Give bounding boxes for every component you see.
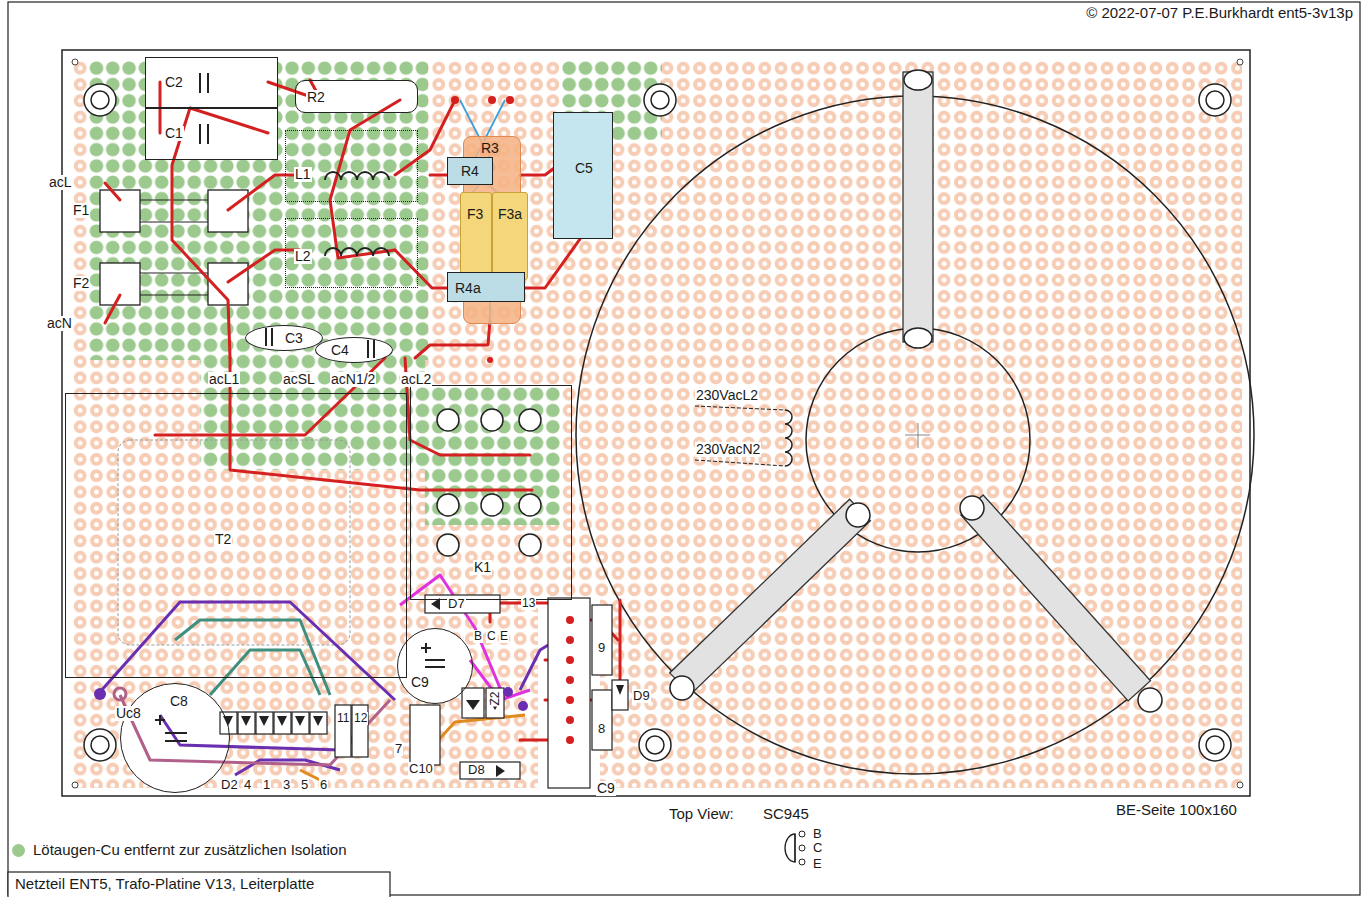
pcb-label: 3 xyxy=(282,778,291,792)
part-name: K1 xyxy=(473,560,492,575)
part-name: F3a xyxy=(497,207,523,222)
component-outline: L1 xyxy=(285,130,418,202)
part-name: R2 xyxy=(306,90,326,105)
part-name: L2 xyxy=(294,249,312,264)
pcb-label: 7 xyxy=(394,742,403,756)
pcb-label: acN1/2 xyxy=(330,372,376,387)
pcb-label: C xyxy=(486,630,497,643)
component-outline: K1 xyxy=(410,385,572,600)
component-outline: R4a xyxy=(447,272,525,302)
component-outline: R2 xyxy=(295,80,418,113)
pcb-label: BE-Seite 100x160 xyxy=(1115,802,1238,819)
pcb-label: Z2 xyxy=(489,691,502,707)
component-outline: C8 xyxy=(120,683,230,793)
pcb-label: D2 xyxy=(220,778,239,792)
pcb-label: 8 xyxy=(597,722,606,736)
pcb-label: F2 xyxy=(72,276,90,291)
pcb-label: 4 xyxy=(243,778,252,792)
pcb-label: Top View: xyxy=(668,806,735,823)
part-name: C2 xyxy=(164,75,184,90)
pcb-label: acL2 xyxy=(400,372,432,387)
pcb-label: B xyxy=(473,630,483,643)
pcb-label: D8 xyxy=(467,763,486,777)
part-name: F3 xyxy=(466,207,484,222)
pcb-label: 9 xyxy=(597,641,606,655)
component-outline: F3a xyxy=(492,192,528,280)
pcb-label: 12 xyxy=(353,712,368,725)
component-outline: C9 xyxy=(397,628,473,704)
pcb-label: acSL xyxy=(282,372,316,387)
pcb-label: acL1 xyxy=(208,372,240,387)
pcb-label: acN xyxy=(46,316,73,331)
pcb-label: SC945 xyxy=(762,806,810,823)
pcb-label: 230VacN2 xyxy=(695,442,761,457)
component-outline: L2 xyxy=(285,218,418,288)
pcb-label: E xyxy=(812,857,823,871)
component-outline: R4 xyxy=(447,157,493,185)
pcb-label: B xyxy=(812,827,823,841)
pcb-label: 13 xyxy=(521,597,536,610)
part-name: C5 xyxy=(574,161,594,176)
part-name: R4a xyxy=(454,281,482,296)
part-name: C9 xyxy=(410,675,430,690)
pcb-label: E xyxy=(499,630,509,643)
part-name: C4 xyxy=(330,343,350,358)
part-name: R4 xyxy=(460,164,480,179)
pcb-label: C xyxy=(812,841,823,855)
part-name: R3 xyxy=(480,141,500,156)
pcb-label: D7 xyxy=(447,597,466,611)
pcb-label: 6 xyxy=(319,778,328,792)
part-name: T2 xyxy=(214,532,232,547)
pcb-label: acL xyxy=(48,175,73,190)
part-name: C3 xyxy=(284,331,304,346)
component-outline: T2 xyxy=(65,393,407,678)
component-outline: C5 xyxy=(553,112,613,239)
pcb-label: F1 xyxy=(72,203,90,218)
pcb-label: 230VacL2 xyxy=(695,388,759,403)
component-outline: C3 xyxy=(245,325,323,351)
component-outline: C1 xyxy=(145,108,278,160)
pcb-label: 1 xyxy=(262,778,271,792)
title-text: Netzteil ENT5, Trafo-Platine V13, Leiter… xyxy=(14,876,315,893)
part-name: C8 xyxy=(169,694,189,709)
component-outline: C2 xyxy=(145,57,278,108)
part-name: C1 xyxy=(164,126,184,141)
part-name: L1 xyxy=(294,167,312,182)
legend-text: Lötaugen-Cu entfernt zur zusätzlichen Is… xyxy=(32,842,348,859)
pcb-label: 11 xyxy=(336,712,350,725)
pcb-label: 5 xyxy=(300,778,309,792)
pcb-label: C10 xyxy=(408,762,434,776)
pcb-label: D9 xyxy=(632,689,651,703)
pcb-label: © 2022-07-07 P.E.Burkhardt ent5-3v13p xyxy=(1085,5,1354,22)
pcb-label: C9 xyxy=(596,781,616,796)
legend-swatch xyxy=(12,844,25,857)
pcb-label: Uc8 xyxy=(115,706,142,721)
component-outline: C4 xyxy=(315,337,393,363)
component-outline: F3 xyxy=(460,192,492,280)
